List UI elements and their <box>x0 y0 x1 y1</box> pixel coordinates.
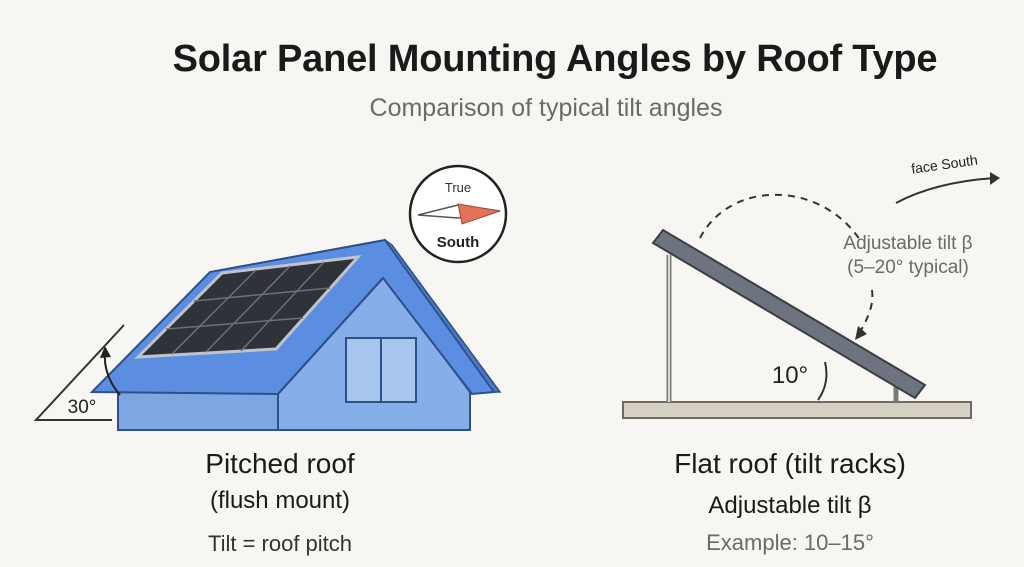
tilt-dashed-arc <box>699 193 861 241</box>
page-subtitle: Comparison of typical tilt angles <box>369 94 723 122</box>
pitch-angle-triangle <box>33 324 125 421</box>
compass-south-label: South <box>436 234 480 251</box>
flat-heading: Flat roof (tilt racks) <box>674 448 906 479</box>
compass-true-label: True <box>444 180 472 195</box>
house-window <box>345 337 417 403</box>
compass-icon <box>408 164 508 264</box>
house-front-wall <box>117 391 279 431</box>
pitched-subheading: (flush mount) <box>209 487 351 514</box>
face-south-arrow <box>895 177 996 204</box>
pitched-heading: Pitched roof <box>205 448 355 479</box>
roof-edge <box>384 239 502 393</box>
pitched-roof-house <box>33 238 502 431</box>
pitched-caption: Tilt = roof pitch <box>207 531 353 556</box>
page-title: Solar Panel Mounting Angles by Roof Type <box>172 38 938 80</box>
flat-roof-base <box>622 401 972 419</box>
flat-note-line2: (5–20° typical) <box>847 257 969 278</box>
flat-example: Example: 10–15° <box>706 530 874 555</box>
pitch-arrowhead <box>100 346 111 358</box>
flat-angle-label: 10° <box>771 362 809 389</box>
flat-roof-rack <box>622 172 1000 419</box>
tilted-panel <box>651 228 927 400</box>
tilt-arrowhead <box>855 326 867 340</box>
pitch-angle-label: 30° <box>67 397 97 418</box>
flat-subheading: Adjustable tilt β <box>708 492 872 519</box>
tilt-angle-arc <box>817 361 828 401</box>
flat-note-line1: Adjustable tilt β <box>843 233 973 254</box>
roof-solar-panel <box>134 255 362 359</box>
